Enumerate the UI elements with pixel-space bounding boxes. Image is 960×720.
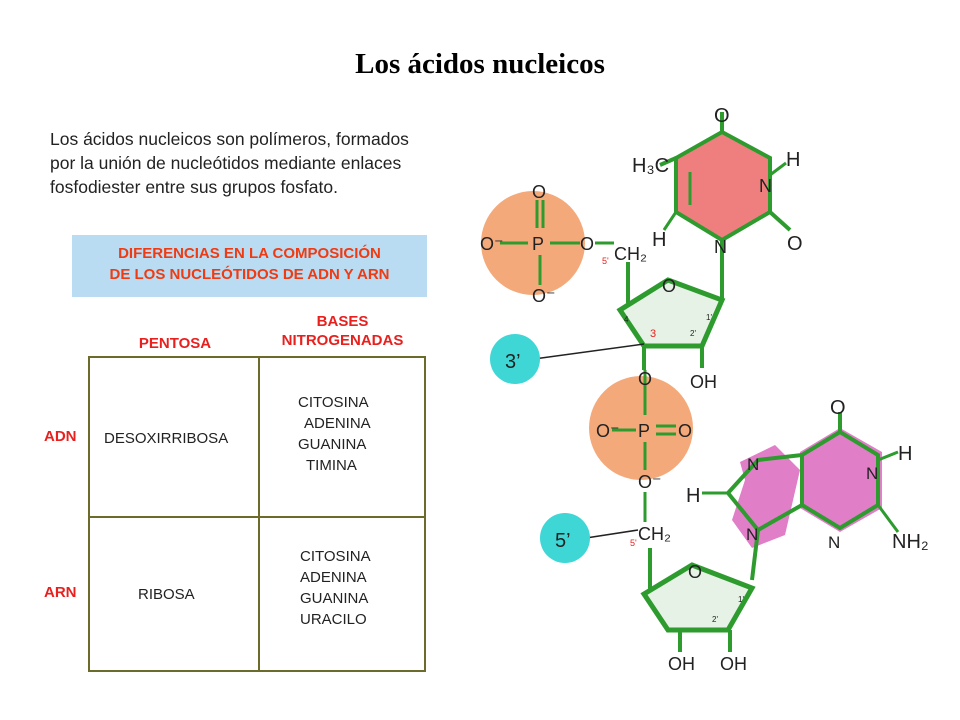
atom-n: N: [747, 455, 759, 474]
bond: [877, 450, 899, 462]
atom-h: H: [652, 229, 666, 251]
atom-o-ring: O: [662, 276, 676, 296]
label-5prime-circle: [540, 513, 590, 563]
atom-ch2: CH₂: [638, 524, 671, 544]
header-bases-line: NITROGENADAS: [281, 332, 404, 349]
atom-o: O: [678, 421, 692, 441]
intro-text: Los ácidos nucleicos son polímeros, form…: [50, 127, 470, 199]
atom-p: P: [638, 421, 650, 441]
carbon-label: 5': [630, 538, 637, 548]
atom-n: N: [759, 176, 772, 196]
row-label-arn: ARN: [44, 584, 77, 601]
bond: [876, 504, 900, 533]
pentose-adn: DESOXIRRIBOSA: [104, 430, 229, 447]
atom-o-minus: O⁻: [596, 421, 620, 441]
pointer-line: [585, 529, 639, 539]
carbon-label: 3: [650, 328, 656, 340]
carbon-label: 2': [690, 329, 696, 338]
phosphate-circle-bottom: [589, 376, 693, 480]
carbon-label: 2': [712, 615, 718, 624]
atom-o-top: O: [830, 397, 846, 419]
bond: [768, 210, 792, 232]
atom-n: N: [866, 464, 878, 483]
atom-h: H: [786, 149, 800, 171]
atom-h3c: H₃C: [632, 155, 669, 177]
differences-box: DIFERENCIAS EN LA COMPOSICIÓN DE LOS NUC…: [72, 235, 427, 297]
glycosidic-bond: [750, 529, 760, 581]
row-label-adn: ADN: [44, 428, 77, 445]
sugar-ring-top: [616, 277, 726, 349]
atom-o-minus: O⁻: [480, 234, 504, 254]
base-item: URACILO: [300, 611, 367, 628]
page-title: Los ácidos nucleicos: [355, 48, 605, 80]
header-pentosa: PENTOSA: [138, 335, 212, 352]
atom-o: O: [580, 234, 594, 254]
intro-line: Los ácidos nucleicos son polímeros, form…: [50, 129, 409, 149]
atom-ch2: CH₂: [614, 244, 647, 264]
header-bases-line: BASES: [316, 313, 369, 330]
header-bases: BASES NITROGENADAS: [260, 312, 425, 350]
pointer-line: [533, 343, 645, 360]
atom-oh: OH: [690, 372, 717, 392]
table-divider: [258, 356, 260, 672]
atom-o: O: [532, 182, 546, 202]
carbon-label: 1': [706, 313, 712, 322]
atom-n: N: [828, 533, 840, 552]
base-item: GUANINA: [298, 436, 367, 453]
base-item: CITOSINA: [298, 394, 369, 411]
table-divider: [88, 516, 426, 518]
bases-arn: CITOSINA ADENINA GUANINA URACILO: [300, 546, 371, 630]
atom-oh: OH: [668, 654, 695, 674]
carbon-label: 4: [624, 315, 629, 324]
label-3prime-circle: [490, 334, 540, 384]
atom-o: O: [638, 369, 652, 389]
bond: [659, 156, 677, 167]
phosphate-circle-top: [481, 191, 585, 295]
intro-line: fosfodiester entre sus grupos fosfato.: [50, 177, 338, 197]
base-item: GUANINA: [300, 590, 369, 607]
label-5prime: 5’: [555, 530, 571, 552]
atom-h: H: [898, 443, 912, 465]
atom-o-minus: O⁻: [532, 286, 556, 306]
atom-h: H: [686, 485, 700, 507]
atom-oh: OH: [720, 654, 747, 674]
base-item: CITOSINA: [300, 548, 371, 565]
differences-line: DIFERENCIAS EN LA COMPOSICIÓN: [118, 245, 381, 262]
atom-nh2: NH₂: [892, 531, 929, 553]
atom-o-minus: O⁻: [638, 472, 662, 492]
base-item: ADENINA: [304, 415, 371, 432]
bases-adn: CITOSINA ADENINA GUANINA TIMINA: [298, 392, 371, 476]
atom-p: P: [532, 234, 544, 254]
pentose-arn: RIBOSA: [138, 586, 195, 603]
carbon-label: 5': [602, 256, 609, 266]
bond: [662, 211, 678, 231]
atom-o-top: O: [714, 105, 730, 127]
base-item: TIMINA: [306, 457, 357, 474]
atom-o-ring: O: [688, 562, 702, 582]
base-item: ADENINA: [300, 569, 367, 586]
purine-ring-six: [800, 428, 882, 532]
differences-line: DE LOS NUCLEÓTIDOS DE ADN Y ARN: [109, 266, 390, 283]
label-3prime: 3’: [505, 351, 521, 373]
carbon-label: 1': [738, 595, 744, 604]
bond: [769, 161, 787, 177]
atom-o-right: O: [787, 233, 803, 255]
atom-n: N: [746, 525, 758, 544]
composition-table: [88, 356, 426, 672]
atom-n: N: [714, 237, 727, 257]
intro-line: por la unión de nucleótidos mediante enl…: [50, 153, 402, 173]
